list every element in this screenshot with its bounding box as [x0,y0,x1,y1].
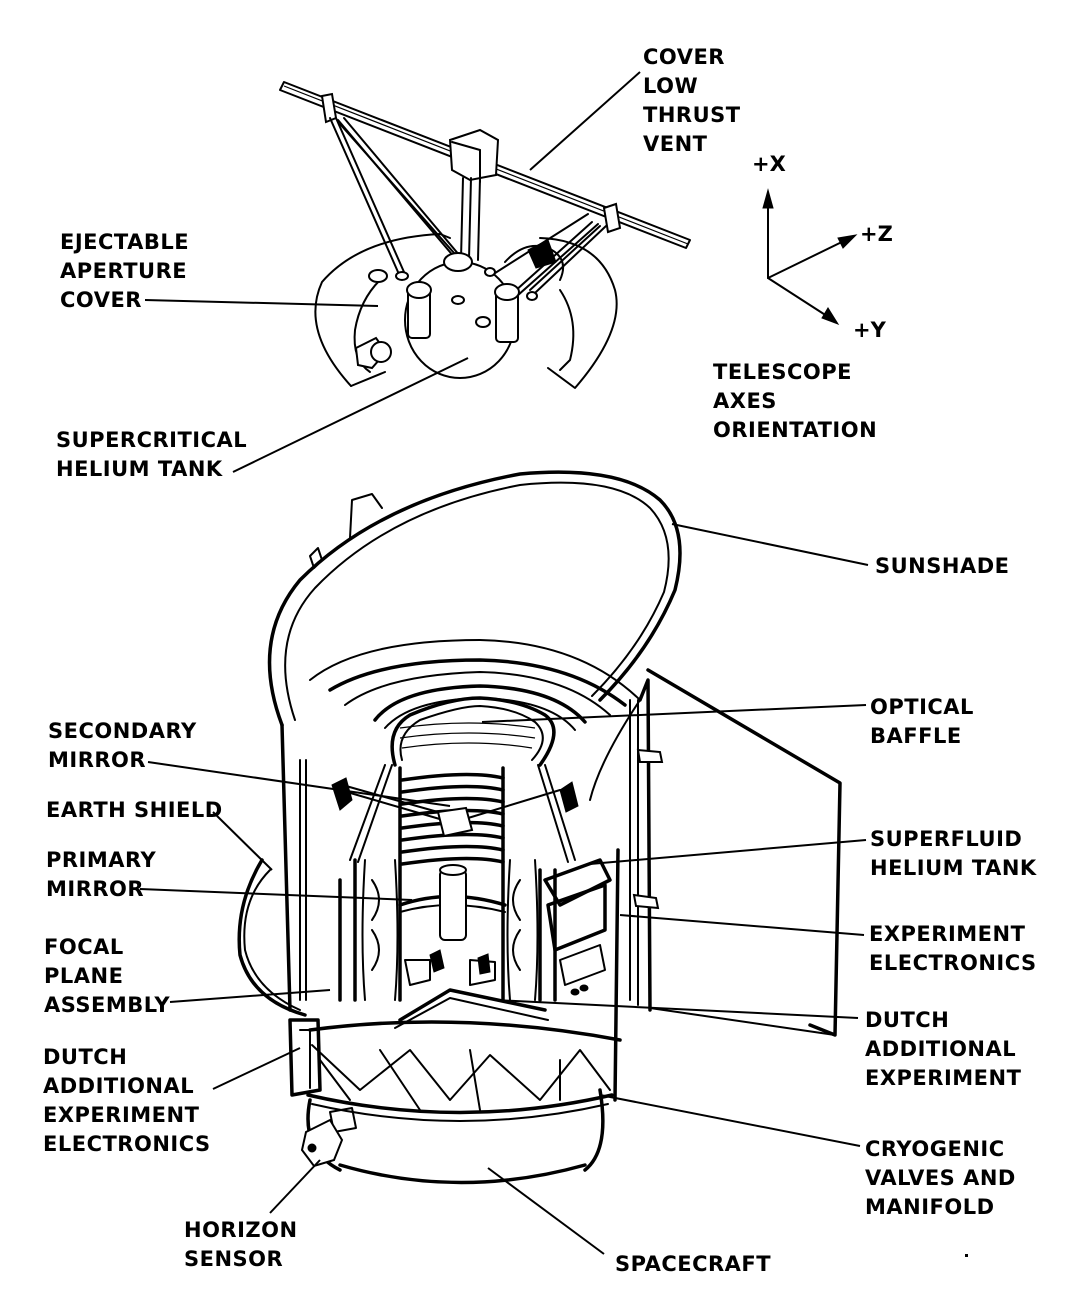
label-horizon-sensor: HORIZON SENSOR [184,1218,298,1271]
baffle-fins [399,722,536,866]
leader-optical-baffle [481,704,867,723]
leader-horizon-sensor [269,1159,321,1214]
leader-dutch-additional-experiment-electronics [212,1047,301,1090]
leader-dutch-additional-experiment [494,999,859,1019]
leader-experiment-electronics [619,914,865,936]
label-telescope-axes-orientation: TELESCOPE AXES ORIENTATION [713,360,878,442]
leader-lines [139,71,869,1255]
leader-cover-low-thrust-vent [529,71,641,171]
label-secondary-mirror: SECONDARY MIRROR [48,719,197,772]
leader-ejectable-aperture-cover [144,299,379,307]
label-sunshade: SUNSHADE [875,554,1010,578]
optical-baffle-shape [309,639,641,1002]
label-superfluid-helium-tank: SUPERFLUID HELIUM TANK [870,827,1037,880]
vent-bar [279,81,691,249]
leader-focal-plane-assembly [169,989,331,1003]
label-cover-low-thrust-vent: COVER LOW THRUST VENT [643,45,741,156]
spacecraft-bus [288,1018,622,1185]
axes-orientation [762,188,858,325]
leader-superfluid-helium-tank [589,839,867,865]
right-panel [629,668,842,1037]
experiment-electronics-box [543,858,612,996]
leader-earth-shield [212,811,273,871]
label-cryogenic-valves-and-manifold: CRYOGENIC VALVES AND MANIFOLD [865,1137,1016,1219]
superfluid-tank-shape [338,858,557,1002]
sunshade-shape [267,470,682,1012]
leader-primary-mirror [139,888,413,901]
label-focal-plane-assembly: FOCAL PLANE ASSEMBLY [44,935,171,1017]
label-dutch-additional-experiment-electronics: DUTCH ADDITIONAL EXPERIMENT ELECTRONICS [43,1045,211,1156]
label-spacecraft: SPACECRAFT [615,1252,772,1276]
label-ejectable-aperture-cover: EJECTABLE APERTURE COVER [60,230,190,312]
axis-label-x: +X [752,152,786,176]
dewar-cylinder [237,723,620,1102]
label-earth-shield: EARTH SHIELD [46,798,223,822]
axis-label-y: +Y [853,318,886,342]
scan-speck [965,1254,968,1257]
primary-mirror-shape [394,864,549,1029]
leader-spacecraft [487,1167,605,1255]
secondary-mirror-struts [331,764,579,863]
aperture-cover-assembly [279,81,691,389]
cover-fittings [354,239,557,370]
label-experiment-electronics: EXPERIMENT ELECTRONICS [869,922,1037,975]
horizon-sensor-shape [300,1118,344,1168]
axis-label-z: +Z [860,222,893,246]
leader-sunshade [671,523,869,566]
leader-secondary-mirror [147,761,451,807]
label-optical-baffle: OPTICAL BAFFLE [870,695,974,748]
label-supercritical-helium-tank: SUPERCRITICAL HELIUM TANK [56,428,248,481]
leader-supercritical-helium-tank [232,357,469,473]
leader-cryogenic-valves-and-manifold [599,1094,861,1147]
telescope-body [237,470,842,1185]
label-dutch-additional-experiment: DUTCH ADDITIONAL EXPERIMENT [865,1008,1022,1090]
label-primary-mirror: PRIMARY MIRROR [46,848,157,901]
